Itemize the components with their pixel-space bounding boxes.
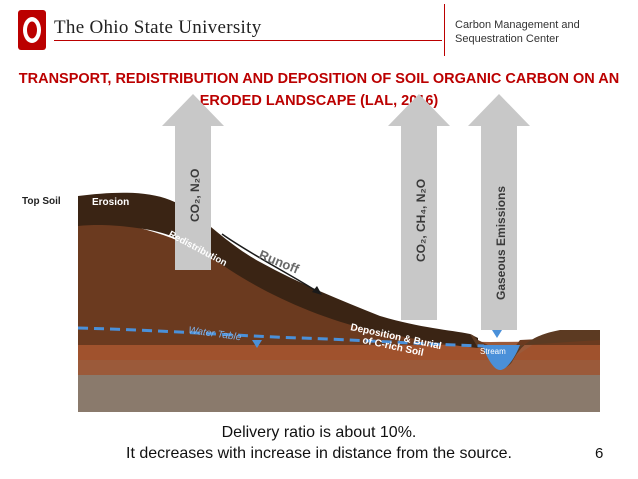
center-name: Carbon Management and Sequestration Cent…	[455, 19, 580, 45]
slide-caption: Delivery ratio is about 10%. It decrease…	[0, 422, 638, 464]
stream-label: Stream	[480, 347, 506, 356]
arrow-3-label: Gaseous Emissions	[494, 186, 508, 300]
top-soil-label: Top Soil	[22, 196, 61, 207]
header-divider	[54, 40, 442, 41]
emission-arrow-2	[388, 94, 450, 320]
title-line-1: TRANSPORT, REDISTRIBUTION AND DEPOSITION…	[18, 71, 620, 87]
emission-arrow-3	[468, 94, 530, 330]
water-table-marker-icon	[252, 340, 262, 348]
arrow-1-label: CO₂, N₂O	[188, 169, 202, 222]
slide-header: The Ohio State University Carbon Managem…	[0, 0, 638, 60]
stream-marker-icon	[492, 330, 502, 338]
university-name: The Ohio State University	[54, 17, 262, 38]
caption-line-1: Delivery ratio is about 10%.	[221, 424, 417, 441]
caption-line-2: It decreases with increase in distance f…	[126, 445, 512, 462]
slide-title: TRANSPORT, REDISTRIBUTION AND DEPOSITION…	[0, 68, 638, 112]
stream-water	[482, 345, 520, 370]
water-table-line	[77, 326, 485, 348]
runoff-arrow	[221, 233, 319, 293]
emission-arrow-1	[162, 94, 224, 270]
runoff-arrowhead-icon	[312, 286, 322, 295]
soil-landscape-figure: CO₂, N₂O CO₂, CH₄, N₂O Gaseous Emissions…	[22, 94, 600, 412]
arrow-2-label: CO₂, CH₄, N₂O	[414, 179, 428, 262]
page-number: 6	[595, 445, 604, 462]
center-box: Carbon Management and Sequestration Cent…	[444, 4, 638, 56]
title-line-2: ERODED LANDSCAPE (LAL, 2016)	[199, 93, 439, 109]
erosion-label: Erosion	[92, 197, 129, 208]
ohio-state-logo	[18, 10, 46, 50]
